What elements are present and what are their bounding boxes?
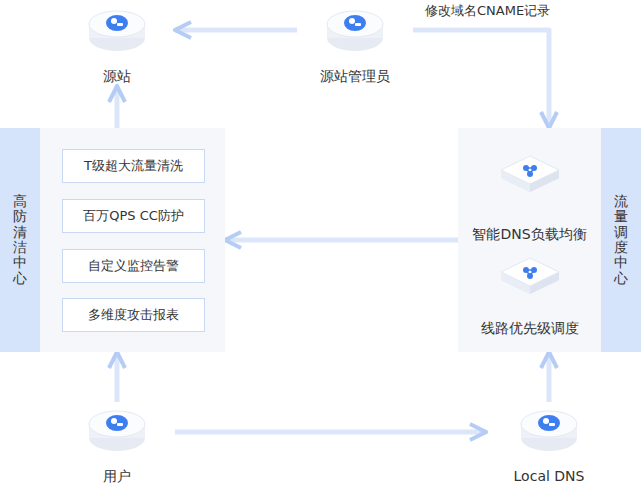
panel-band: 高防清洁中心 [0, 128, 40, 352]
node-icon [519, 402, 579, 454]
flow-arrow [115, 352, 120, 402]
icon-node: 用户 [59, 402, 175, 486]
flow-arrow [175, 430, 486, 435]
node-icon [87, 2, 147, 54]
feature-box: T级超大流量清洗 [62, 149, 205, 183]
tile-icon [495, 250, 565, 304]
box-text: 百万QPS CC防护 [83, 207, 184, 225]
feature-tile: 线路优先级调度 [450, 250, 609, 338]
icon-node: Local DNS [486, 402, 612, 484]
feature-tile: 智能DNS负载均衡 [450, 148, 609, 244]
feature-box: 自定义监控告警 [62, 249, 205, 283]
node-label: 源站 [59, 68, 175, 86]
node-label: Local DNS [486, 468, 612, 484]
vertical-title: 高防清洁中心 [13, 194, 27, 286]
box-text: 自定义监控告警 [88, 257, 179, 275]
node-label: 线路优先级调度 [450, 320, 609, 338]
node-label: 源站管理员 [297, 68, 413, 86]
flow-arrow [115, 86, 120, 128]
box-text: T级超大流量清洗 [84, 157, 183, 175]
vertical-title: 流量调度中心 [614, 194, 628, 286]
feature-box: 百万QPS CC防护 [62, 199, 205, 233]
tile-icon [495, 148, 565, 202]
flow-arrow [413, 30, 549, 128]
node-icon [87, 402, 147, 454]
flow-arrow [175, 28, 297, 33]
flow-arrow [225, 238, 458, 243]
panel-band: 流量调度中心 [601, 128, 641, 352]
feature-box: 多维度攻击报表 [62, 298, 205, 332]
node-label: 用户 [59, 468, 175, 486]
edge-label: 修改域名CNAME记录 [423, 2, 552, 20]
flow-arrow [547, 352, 552, 402]
node-icon [325, 2, 385, 54]
box-text: 多维度攻击报表 [88, 306, 179, 324]
center-panel: 高防清洁中心 T级超大流量清洗百万QPS CC防护自定义监控告警多维度攻击报表 [0, 128, 225, 352]
center-panel: 流量调度中心智能DNS负载均衡线路优先级调度 [458, 128, 641, 352]
node-label: 智能DNS负载均衡 [450, 226, 609, 244]
icon-node: 源站管理员 [297, 2, 413, 86]
icon-node: 源站 [59, 2, 175, 86]
